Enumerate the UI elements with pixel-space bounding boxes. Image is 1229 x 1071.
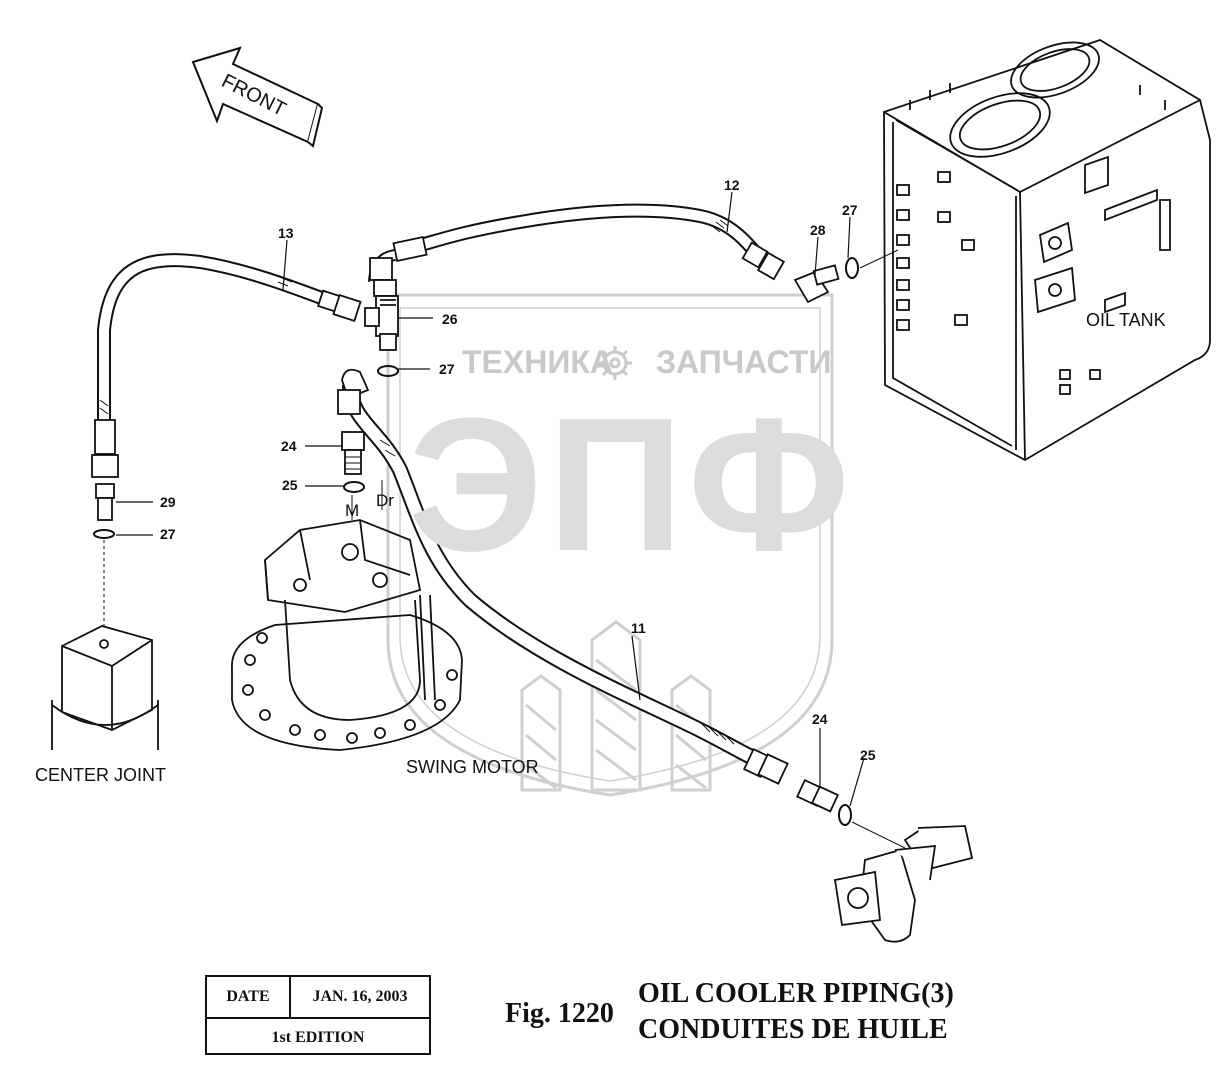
oil-tank-label: OIL TANK [1086,310,1166,330]
callout-28: 28 [810,222,826,238]
leader-28 [859,249,899,269]
hose-13 [91,253,362,478]
hose-12 [368,203,786,297]
callout-11: 11 [631,620,646,636]
o-ring-27-tank [845,257,859,279]
elbow-fitting-28 [793,264,840,304]
hose-11 [337,368,789,785]
port-dr-label: Dr [376,491,394,510]
adapter-24-right [796,778,840,813]
swing-motor-drawing [231,519,463,751]
watermark-text-right: ЗАПЧАСТИ [656,344,832,380]
oil-cooler-pipe-drawing [833,825,974,943]
callout-12: 12 [724,177,740,193]
edition-label: 1st EDITION [271,1029,365,1046]
callout-24-right: 24 [812,711,828,727]
callout-26: 26 [442,311,458,327]
callout-27-cj: 27 [160,526,176,542]
watermark-logo-text: ЭПФ [408,379,854,591]
swing-motor-label: SWING MOTOR [406,757,539,777]
tank-bolt-group [896,171,1101,395]
o-ring-27-cj [93,529,115,539]
figure-title-fr: CONDUITES DE HUILE [638,1014,948,1045]
figure-title-en: OIL COOLER PIPING(3) [638,978,954,1009]
callout-29: 29 [160,494,176,510]
port-m-label: M [345,501,360,520]
adapter-29 [95,483,115,521]
o-ring-25-right [838,804,852,826]
center-joint-drawing [51,625,159,750]
tee-fitting-26 [364,295,399,351]
callout-27-tee: 27 [439,361,455,377]
o-ring-25-left [343,481,365,493]
watermark-gear-icon [598,346,632,380]
o-ring-27-tee [377,365,399,377]
callout-27-tank: 27 [842,202,858,218]
leader-pipe [851,821,906,849]
figure-number: Fig. 1220 [505,998,614,1029]
date-edition-box: DATE JAN. 16, 2003 1st EDITION [205,975,431,1055]
adapter-24-left [341,431,365,475]
front-arrow-icon [191,46,324,148]
callout-25-right: 25 [860,747,876,763]
callout-25-left: 25 [282,477,298,493]
callout-leaders [116,191,865,807]
date-value: JAN. 16, 2003 [312,988,408,1005]
callout-13: 13 [278,225,294,241]
oil-tank-drawing [883,39,1211,462]
center-joint-label: CENTER JOINT [35,765,167,785]
date-label: DATE [207,977,291,1017]
watermark-text-left: ТЕХНИКА [462,344,613,380]
callout-24-left: 24 [281,438,297,454]
